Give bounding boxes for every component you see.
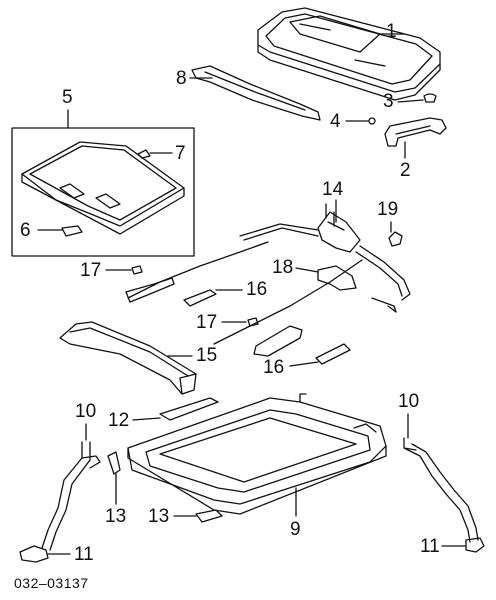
callout-17-lower: 17 <box>196 312 218 333</box>
callout-14: 14 <box>322 179 344 200</box>
callout-2: 2 <box>400 160 411 181</box>
part-bracket-2 <box>384 117 447 147</box>
callout-8: 8 <box>176 68 187 89</box>
callout-13-bottom: 13 <box>148 506 170 527</box>
part-clip-13a <box>107 451 121 475</box>
callout-3: 3 <box>383 91 394 112</box>
callout-18: 18 <box>272 257 294 278</box>
callout-7: 7 <box>175 143 186 164</box>
callout-11-left: 11 <box>74 544 94 565</box>
part-clip-19 <box>388 231 403 247</box>
callout-5: 5 <box>62 87 73 108</box>
callout-15: 15 <box>196 345 218 366</box>
callout-9: 9 <box>290 519 301 540</box>
part-sunshade <box>21 141 185 235</box>
callout-6: 6 <box>20 220 31 241</box>
part-bracket-16b <box>315 343 351 365</box>
part-bracket-18 <box>317 265 357 291</box>
part-frame-9 <box>127 393 387 515</box>
leader-3 <box>397 99 424 103</box>
part-screw-17a <box>131 265 143 275</box>
diagram-code: 032–03137 <box>14 575 89 591</box>
part-screw-17b <box>247 317 259 327</box>
part-wind-deflector-15 <box>59 321 197 395</box>
leader-12 <box>132 417 161 421</box>
part-drain-hose-10a <box>41 441 101 551</box>
part-left-guide <box>125 277 175 303</box>
callout-4: 4 <box>330 111 341 132</box>
part-drive-cables <box>127 223 411 345</box>
part-clip-3 <box>423 93 437 103</box>
leader-18 <box>295 267 319 273</box>
part-bracket-16a <box>183 289 217 307</box>
box-sunshade-assembly <box>11 127 195 257</box>
part-drain-hose-10b <box>403 437 479 543</box>
part-clip-11b <box>465 537 485 553</box>
part-right-guide <box>253 325 303 357</box>
callout-12: 12 <box>108 410 130 431</box>
callout-11-right: 11 <box>420 536 440 557</box>
part-cover-6 <box>61 225 83 237</box>
part-clip-13b <box>195 509 223 523</box>
part-drain-strip-12 <box>159 397 219 421</box>
part-drive-motor-14 <box>317 203 361 253</box>
part-clip-7 <box>137 149 151 159</box>
leader-16b <box>289 361 319 367</box>
callout-1: 1 <box>386 21 397 42</box>
part-bolt-4 <box>368 117 376 125</box>
callout-17-upper: 17 <box>80 260 102 281</box>
part-glass-panel <box>257 7 441 101</box>
callout-19: 19 <box>377 199 399 220</box>
callout-16-lower: 16 <box>263 357 285 378</box>
callout-10-right: 10 <box>398 391 420 412</box>
part-weatherstrip-8 <box>191 65 321 121</box>
callout-13-left: 13 <box>105 506 127 527</box>
callout-10-left: 10 <box>75 401 97 422</box>
part-clip-11a <box>19 545 49 563</box>
callout-16-upper: 16 <box>246 279 268 300</box>
